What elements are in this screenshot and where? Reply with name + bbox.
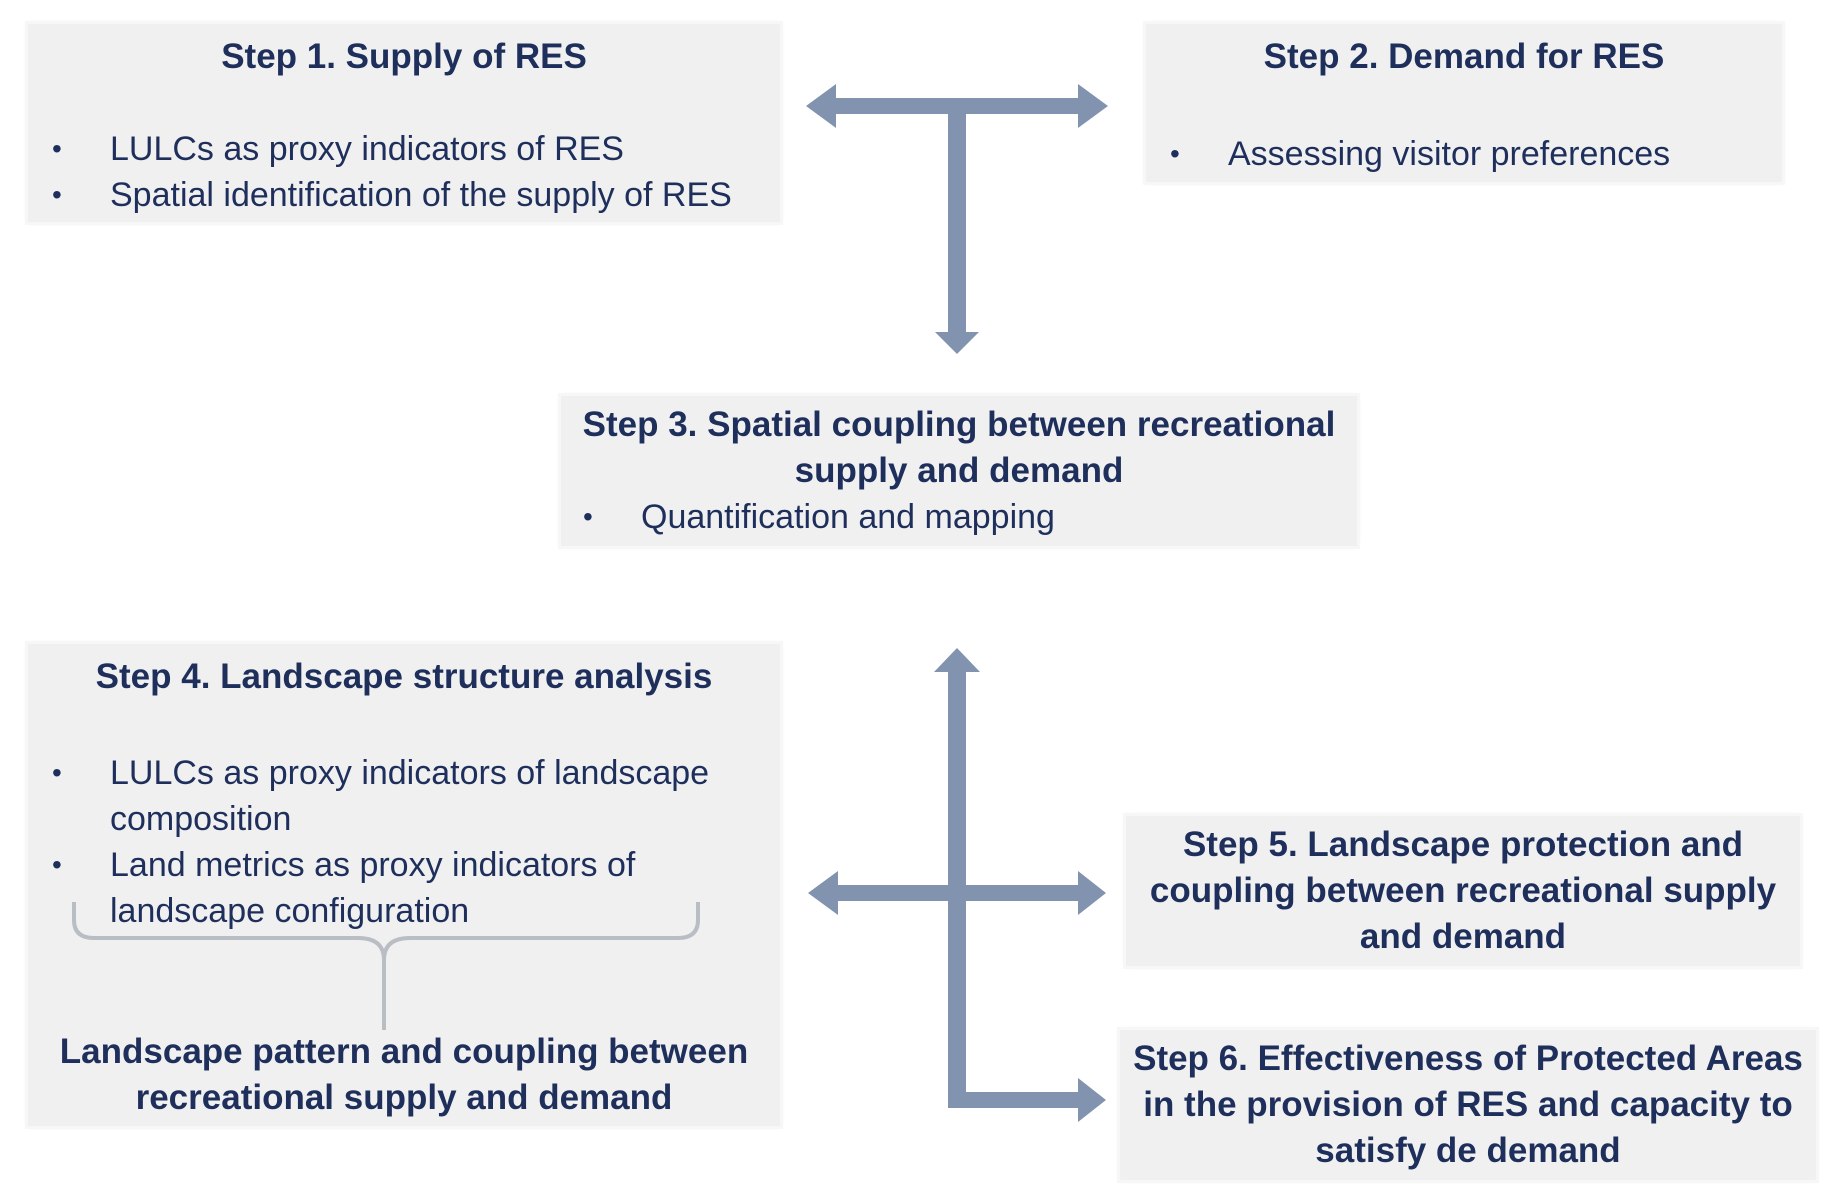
step3-box: Step 3. Spatial coupling between recreat… [561,396,1357,546]
step1-title: Step 1. Supply of RES [221,37,587,76]
arrow-up-to-step3 [934,648,980,1108]
step4-footer-line2: recreational supply and demand [135,1078,673,1117]
list-item: •LULCs as proxy indicators of RES [40,126,732,172]
step4-footer-line1: Landscape pattern and coupling between [59,1032,749,1071]
list-item: •Spatial identification of the supply of… [40,172,732,218]
step3-title-line2: supply and demand [794,451,1124,490]
arrow-to-step6 [948,1078,1106,1122]
step3-list: •Quantification and mapping [571,494,1055,540]
step6-line2: in the provision of RES and capacity to [1143,1085,1793,1124]
arrow-down-to-step3 [935,114,979,354]
step6-box: Step 6. Effectiveness of Protected Areas… [1120,1030,1816,1180]
step2-box: Step 2. Demand for RES •Assessing visito… [1146,24,1782,182]
step2-list: •Assessing visitor preferences [1158,131,1670,177]
step6-line1: Step 6. Effectiveness of Protected Areas [1133,1039,1803,1078]
bullet-icon: • [52,179,62,210]
step4-box: Step 4. Landscape structure analysis •LU… [28,644,780,1126]
bullet-icon: • [52,849,62,880]
curly-brace [72,902,700,1030]
bullet-icon: • [1170,138,1180,169]
step2-title: Step 2. Demand for RES [1263,37,1665,76]
step5-line1: Step 5. Landscape protection and [1182,825,1744,864]
bullet-icon: • [52,133,62,164]
step1-list: •LULCs as proxy indicators of RES •Spati… [40,126,732,218]
double-arrow-step1-step2 [806,84,1108,128]
list-item: •Assessing visitor preferences [1158,131,1670,177]
step4-title: Step 4. Landscape structure analysis [95,657,713,696]
step1-box: Step 1. Supply of RES •LULCs as proxy in… [28,24,780,222]
step5-line2: coupling between recreational supply [1149,871,1777,910]
double-arrow-step4-step5 [808,871,1106,915]
step5-box: Step 5. Landscape protection and couplin… [1126,816,1800,966]
step3-title-line1: Step 3. Spatial coupling between recreat… [582,405,1336,444]
bullet-icon: • [583,501,593,532]
list-item: •Quantification and mapping [571,494,1055,540]
bullet-icon: • [52,757,62,788]
step5-line3: and demand [1359,917,1567,956]
step6-line3: satisfy de demand [1315,1131,1621,1170]
